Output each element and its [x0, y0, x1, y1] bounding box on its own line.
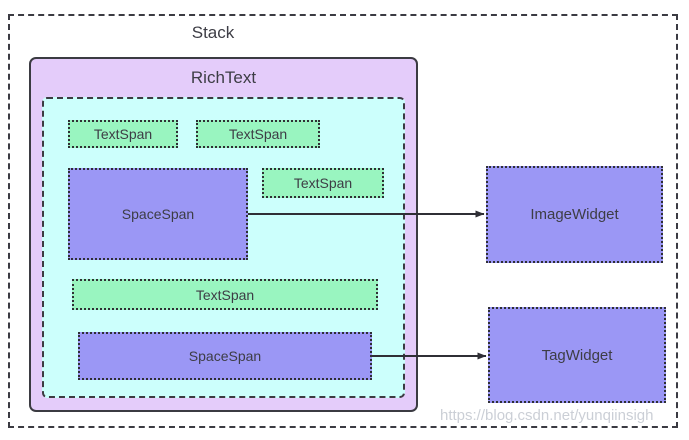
- node-tagwidget-label: TagWidget: [541, 346, 613, 364]
- node-tagwidget[interactable]: TagWidget: [488, 307, 666, 403]
- node-textspan-4-label: TextSpan: [195, 286, 255, 303]
- stack-container: [8, 14, 678, 428]
- richtext-label: RichText: [190, 68, 257, 87]
- node-textspan-1-label: TextSpan: [93, 126, 153, 142]
- node-textspan-2-label: TextSpan: [228, 126, 288, 142]
- node-textspan-1[interactable]: TextSpan: [68, 120, 178, 148]
- node-textspan-3-label: TextSpan: [293, 175, 353, 191]
- node-spacespan-2-label: SpaceSpan: [188, 348, 262, 364]
- node-spacespan-2[interactable]: SpaceSpan: [78, 332, 372, 380]
- node-spacespan-1-label: SpaceSpan: [121, 206, 195, 222]
- node-spacespan-1[interactable]: SpaceSpan: [68, 168, 248, 260]
- node-textspan-4[interactable]: TextSpan: [72, 279, 378, 310]
- node-imagewidget[interactable]: ImageWidget: [486, 166, 663, 263]
- node-textspan-3[interactable]: TextSpan: [262, 168, 384, 198]
- watermark-text: https://blog.csdn.net/yunqiinsigh: [440, 407, 654, 424]
- node-textspan-2[interactable]: TextSpan: [196, 120, 320, 148]
- stack-label: Stack: [191, 23, 235, 42]
- node-imagewidget-label: ImageWidget: [530, 206, 619, 223]
